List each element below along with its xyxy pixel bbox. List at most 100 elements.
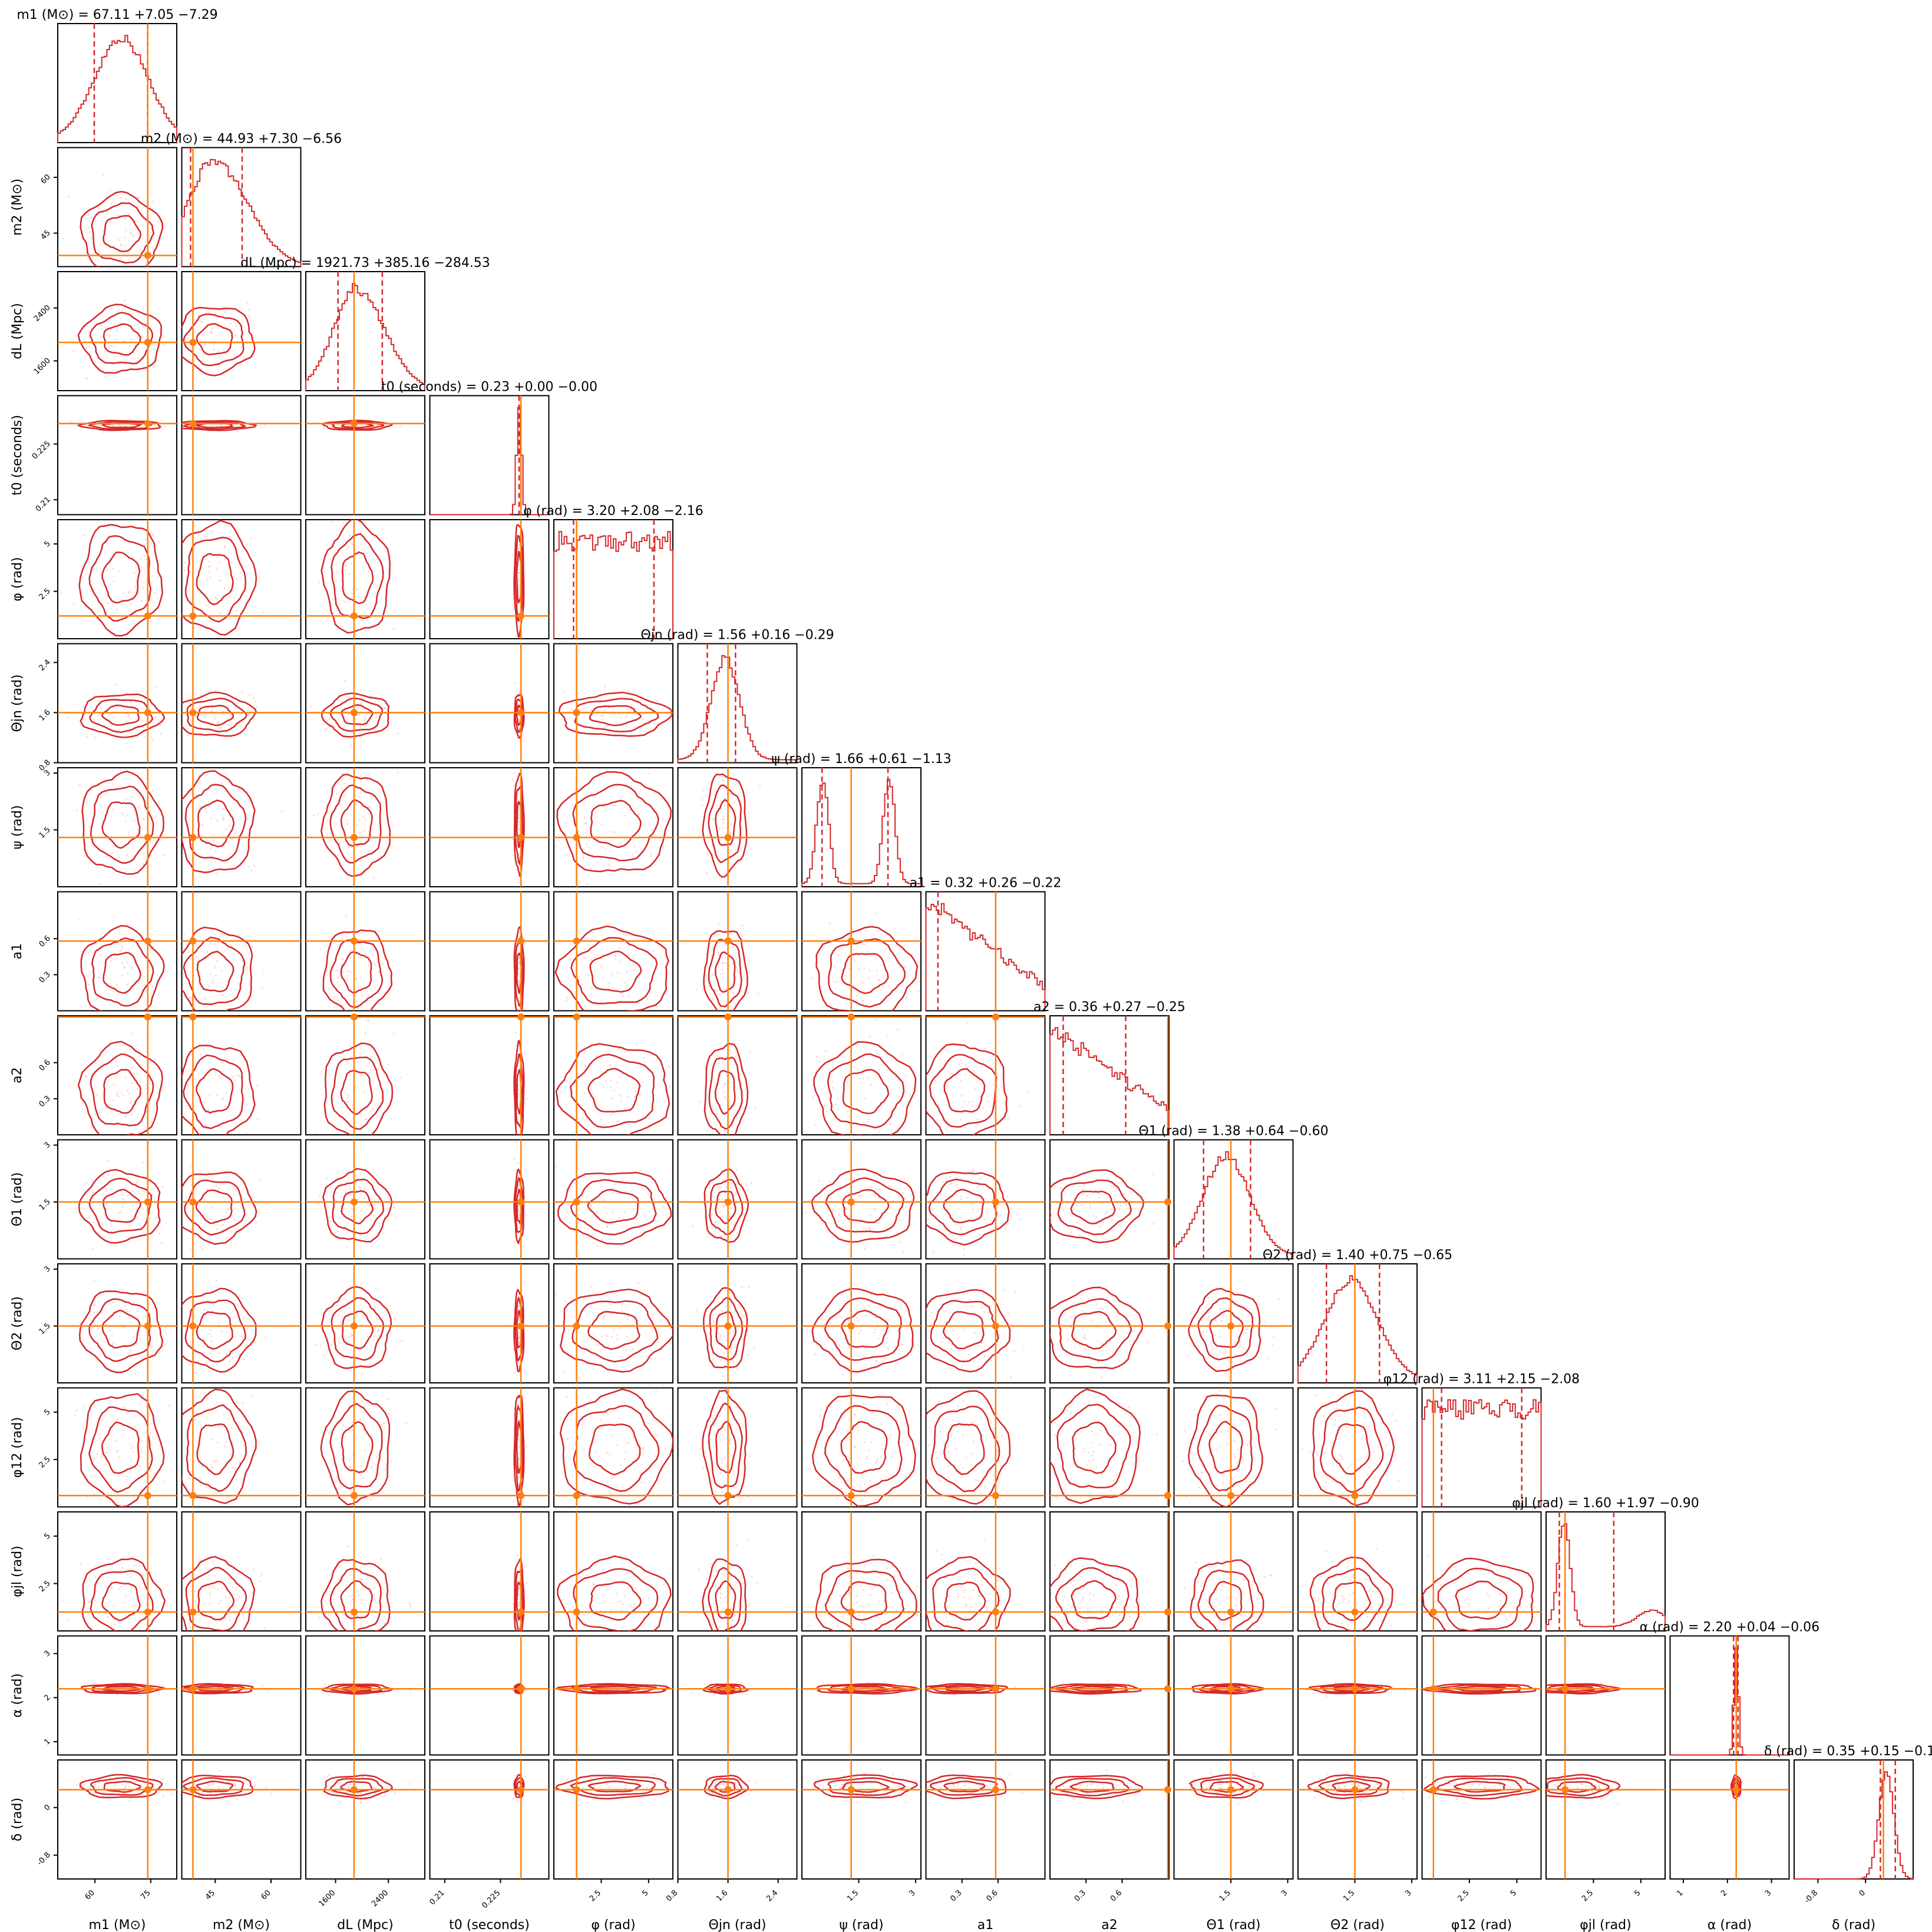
panel-frame	[305, 643, 425, 764]
sample-point	[1340, 1455, 1343, 1458]
sample-point	[713, 1424, 715, 1426]
sample-point	[1352, 1576, 1355, 1578]
sample-point	[620, 717, 622, 719]
sample-point	[337, 1296, 339, 1299]
sample-point	[632, 1318, 635, 1320]
sample-point	[200, 1053, 202, 1055]
sample-point	[844, 1055, 846, 1058]
histogram	[305, 283, 425, 391]
panel-frame	[181, 395, 302, 516]
sample-point	[932, 1583, 933, 1586]
sample-point	[1441, 1597, 1443, 1600]
sample-point	[947, 1465, 950, 1467]
sample-point	[222, 1097, 224, 1099]
panel-frame	[181, 147, 302, 267]
sample-point	[983, 1540, 985, 1542]
sample-point	[863, 1098, 866, 1100]
sample-point	[341, 937, 344, 939]
sample-point	[234, 1079, 236, 1082]
contour-line	[708, 1402, 743, 1489]
sample-point	[715, 1228, 718, 1230]
sample-point	[517, 1175, 519, 1178]
sample-point	[1054, 1434, 1056, 1436]
sample-point	[88, 983, 90, 986]
sample-point	[222, 1189, 224, 1191]
sample-point	[351, 1335, 353, 1337]
sample-point	[1239, 1607, 1241, 1609]
sample-point	[131, 556, 134, 559]
sample-point	[975, 1066, 977, 1068]
sample-point	[126, 1475, 128, 1478]
sample-point	[210, 425, 212, 427]
sample-point	[707, 1215, 709, 1217]
sample-point	[1119, 1614, 1121, 1616]
sample-point	[595, 816, 597, 818]
sample-point	[199, 592, 201, 595]
sample-point	[632, 854, 634, 856]
sample-point	[98, 250, 100, 252]
sample-point	[518, 881, 520, 883]
sample-point	[392, 628, 395, 630]
panel: 1.53ψ (rad)	[10, 767, 177, 887]
sample-point	[805, 1211, 807, 1214]
sample-point	[160, 732, 161, 735]
sample-point	[111, 1230, 113, 1233]
sample-point	[1501, 1604, 1503, 1607]
sample-point	[732, 1362, 735, 1364]
contour-group	[81, 770, 164, 875]
sample-point	[184, 1409, 186, 1411]
sample-point	[218, 1187, 220, 1189]
sample-point	[1313, 1621, 1316, 1623]
sample-point	[111, 809, 114, 811]
sample-point	[753, 1347, 755, 1349]
sample-point	[115, 732, 117, 734]
sample-point	[213, 943, 216, 945]
sample-point	[242, 721, 243, 723]
sample-point	[344, 569, 346, 571]
contour-line	[80, 190, 164, 267]
contour-line	[554, 925, 669, 1011]
sample-point	[598, 1428, 600, 1430]
sample-point	[220, 579, 222, 582]
sample-point	[825, 1110, 828, 1112]
sample-point	[1097, 1361, 1099, 1363]
sample-point	[345, 916, 347, 917]
sample-point	[127, 972, 128, 975]
sample-point	[213, 1563, 214, 1565]
sample-point	[190, 1590, 192, 1592]
sample-point	[977, 1395, 979, 1396]
sample-point	[253, 1568, 255, 1571]
sample-point	[960, 1062, 963, 1064]
sample-point	[1367, 1474, 1369, 1476]
sample-point	[876, 1322, 879, 1324]
contour-line	[78, 1290, 163, 1373]
sample-point	[611, 972, 613, 975]
sample-point	[355, 1121, 357, 1124]
sample-point	[732, 1315, 735, 1317]
sample-point	[954, 1238, 956, 1240]
sample-point	[591, 1339, 593, 1340]
sample-point	[1099, 1226, 1101, 1228]
sample-point	[843, 1222, 845, 1224]
sample-point	[120, 1569, 122, 1571]
contour-line	[815, 1558, 917, 1631]
sample-point	[129, 1444, 131, 1445]
sample-point	[868, 1118, 870, 1121]
sample-point	[346, 549, 348, 551]
sample-point	[219, 355, 220, 357]
sample-point	[877, 1338, 879, 1340]
sample-point	[970, 1606, 972, 1608]
sample-point	[583, 1448, 585, 1451]
sample-point	[119, 1091, 121, 1094]
sample-point	[702, 988, 704, 990]
sample-point	[346, 823, 348, 825]
sample-point	[518, 572, 520, 574]
sample-point	[231, 838, 233, 840]
sample-point	[957, 1176, 959, 1178]
sample-point	[143, 581, 145, 583]
sample-point	[340, 779, 342, 781]
sample-point	[655, 1391, 657, 1392]
sample-point	[729, 850, 732, 851]
sample-point	[113, 716, 114, 718]
